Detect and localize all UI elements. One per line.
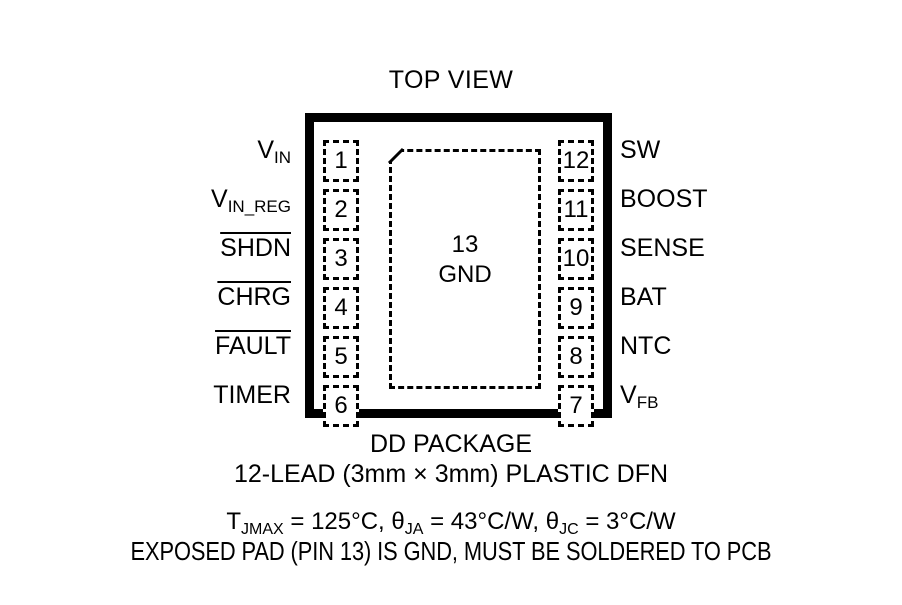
pin-number: 12	[562, 147, 590, 174]
pin-label-text: FAULT	[215, 332, 291, 360]
pin-label-text: SHDN	[220, 234, 291, 262]
pin-box-12: 12	[558, 140, 594, 182]
theta-ja-value: = 43°C/W,	[423, 508, 546, 535]
pin-label-text: CHRG	[217, 283, 291, 311]
pin-box-7: 7	[558, 385, 594, 427]
pin-number: 4	[334, 294, 348, 321]
pin-label-subscript: IN_REG	[227, 197, 291, 216]
pin-number: 6	[334, 392, 348, 419]
caption-exposed-pad-note: EXPOSED PAD (PIN 13) IS GND, MUST BE SOL…	[130, 536, 772, 566]
pin-box-5: 5	[323, 336, 359, 378]
pin-name-11: BOOST	[620, 184, 708, 214]
pin-label-text: V	[257, 136, 274, 164]
pin-number: 5	[334, 343, 348, 370]
pin-number: 7	[569, 392, 583, 419]
pin-name-1: VIN	[257, 135, 291, 168]
caption-package-name: DD PACKAGE	[369, 430, 533, 458]
pin-number: 10	[562, 245, 590, 272]
pin-name-9: BAT	[620, 282, 667, 312]
caption-thermal-specs: TJMAX = 125°C, θJA = 43°C/W, θJC = 3°C/W	[0, 508, 902, 538]
pin-box-1: 1	[323, 140, 359, 182]
pin-number: 8	[569, 343, 583, 370]
right-pin-label-group: SW BOOST SENSE BAT NTC VFB	[620, 113, 902, 418]
pin-number: 2	[334, 196, 348, 223]
tjmax-symbol: T	[226, 508, 242, 535]
exposed-pad-chamfer-icon	[387, 147, 409, 169]
page-title: TOP VIEW	[388, 66, 514, 94]
tjmax-subscript: JMAX	[241, 521, 284, 538]
pin-box-11: 11	[558, 189, 594, 231]
pin-label-text: NTC	[620, 332, 672, 360]
pin-box-4: 4	[323, 287, 359, 329]
pin-label-text: BAT	[620, 283, 667, 311]
pin-box-6: 6	[323, 385, 359, 427]
pin-name-4: CHRG	[217, 282, 291, 312]
pin-box-9: 9	[558, 287, 594, 329]
pin-label-subscript: FB	[636, 393, 659, 412]
theta-jc-symbol: θ	[545, 508, 560, 535]
exposed-pad-number: 13	[451, 231, 479, 258]
pin-name-3: SHDN	[220, 233, 291, 263]
theta-ja-symbol: θ	[391, 508, 405, 535]
pin-name-6: TIMER	[213, 380, 291, 410]
exposed-pad-label: 13 GND	[389, 230, 541, 290]
pin-name-12: SW	[620, 135, 660, 165]
theta-jc-value: = 3°C/W	[578, 508, 676, 535]
pin-label-text: V	[620, 381, 637, 409]
pin-number: 9	[569, 294, 583, 321]
theta-jc-subscript: JC	[559, 521, 579, 538]
pin-label-text: TIMER	[213, 381, 291, 409]
pin-label-text: SW	[620, 136, 661, 164]
pin-name-10: SENSE	[620, 233, 705, 263]
theta-ja-subscript: JA	[404, 521, 424, 538]
pin-box-2: 2	[323, 189, 359, 231]
pin-name-5: FAULT	[215, 331, 291, 361]
pin-name-7: VFB	[620, 380, 658, 413]
pin-label-text: BOOST	[620, 185, 708, 213]
pin-box-8: 8	[558, 336, 594, 378]
pin-label-subscript: IN	[274, 148, 291, 167]
pin-name-8: NTC	[620, 331, 671, 361]
pin-label-text: SENSE	[620, 234, 705, 262]
pin-number: 3	[334, 245, 348, 272]
pin-name-2: VIN_REG	[211, 184, 291, 217]
pin-number: 1	[334, 147, 348, 174]
pin-number: 11	[563, 196, 589, 223]
pin-box-10: 10	[558, 238, 594, 280]
tjmax-value: = 125°C,	[283, 508, 392, 535]
caption-lead-description: 12-LEAD (3mm × 3mm) PLASTIC DFN	[233, 460, 669, 488]
pin-label-text: V	[211, 185, 228, 213]
pin-box-3: 3	[323, 238, 359, 280]
exposed-pad-name: GND	[438, 261, 492, 288]
exposed-pad-outline	[389, 149, 541, 389]
